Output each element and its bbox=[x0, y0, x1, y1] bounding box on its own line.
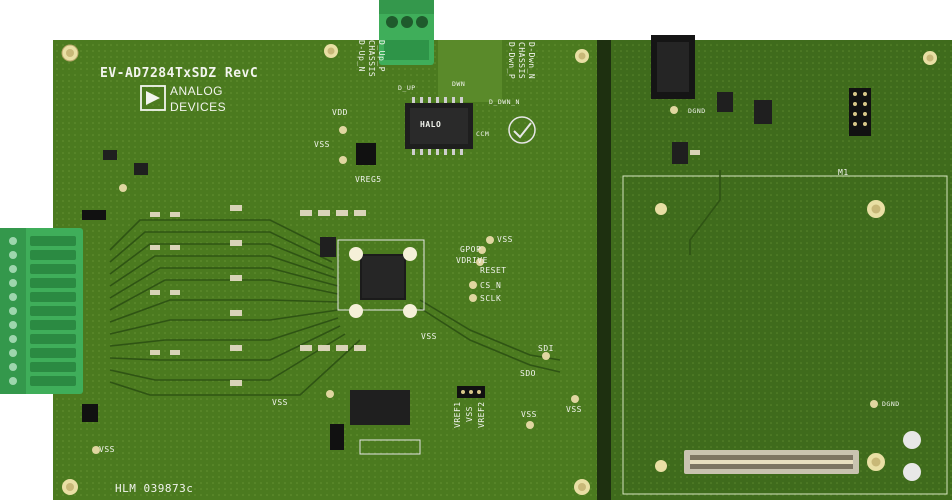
brand-line-2: DEVICES bbox=[170, 100, 227, 114]
label-vss-mid: VSS bbox=[421, 332, 437, 341]
label-vss-bottom-mid: VSS bbox=[521, 410, 537, 419]
module-outline bbox=[622, 175, 948, 495]
bottom-header bbox=[359, 439, 421, 455]
board-title: EV-AD7284TxSDZ RevC bbox=[100, 66, 259, 81]
label-d-up-n: D-Up_N bbox=[357, 40, 366, 72]
label-sdo: SDO bbox=[520, 369, 536, 378]
label-vreg5: VREG5 bbox=[355, 175, 382, 184]
label-chassis-right: CHASSIS bbox=[517, 42, 526, 80]
label-vss-bottom-right: VSS bbox=[566, 405, 582, 414]
label-vss-top: VSS bbox=[314, 140, 330, 149]
analog-devices-logo bbox=[140, 85, 166, 111]
label-gpop: GPOP bbox=[460, 245, 482, 254]
label-dgnd-top: DGND bbox=[688, 107, 706, 115]
edge-connector bbox=[684, 450, 859, 474]
top-tab bbox=[438, 40, 502, 102]
label-vdrive: VDRIVE bbox=[456, 256, 488, 265]
label-halo: HALO bbox=[420, 120, 442, 129]
label-vref2: VREF2 bbox=[477, 401, 486, 428]
label-sdi: SDI bbox=[538, 344, 554, 353]
polarity-marker bbox=[903, 431, 921, 449]
test-points bbox=[92, 106, 878, 454]
module-label: M1 bbox=[838, 168, 849, 177]
label-d-up-p: D_Up_P bbox=[377, 40, 386, 72]
label-dgnd-bottom: DGND bbox=[882, 400, 900, 408]
cert-mark bbox=[508, 116, 536, 144]
label-vref1: VREF1 bbox=[453, 401, 462, 428]
top-terminal-block bbox=[379, 0, 434, 65]
label-d-dwn-n-net: D_DWN_N bbox=[489, 98, 520, 106]
label-dwn: DWN bbox=[452, 80, 466, 88]
label-cs-n: CS_N bbox=[480, 281, 502, 290]
label-reset: RESET bbox=[480, 266, 507, 275]
left-terminal-block bbox=[0, 228, 83, 394]
adc-chip bbox=[337, 239, 425, 318]
label-vss-right: VSS bbox=[497, 235, 513, 244]
brand-line-1: ANALOG bbox=[170, 84, 224, 98]
label-d-dwn-p: D-Dwn_P bbox=[507, 42, 516, 80]
label-vss-bottom-left: VSS bbox=[272, 398, 288, 407]
board-gap bbox=[597, 40, 611, 500]
signal-traces bbox=[109, 170, 721, 396]
footer-code: HLM 039873c bbox=[115, 482, 194, 495]
label-vss-ref: VSS bbox=[465, 406, 474, 422]
label-chassis-left: CHASSIS bbox=[367, 40, 376, 78]
label-vss-ref-bottom: VSS bbox=[99, 445, 115, 454]
label-sclk: SCLK bbox=[480, 294, 502, 303]
smd-components bbox=[150, 115, 770, 386]
jumpers bbox=[82, 88, 871, 450]
small-ics bbox=[103, 92, 772, 425]
power-jack bbox=[651, 35, 695, 99]
label-d-dwn-n: D-Dwn_N bbox=[527, 42, 536, 80]
mounting-holes bbox=[61, 44, 937, 495]
label-d-up: D_UP bbox=[398, 84, 416, 92]
label-ccm: CCM bbox=[476, 130, 490, 138]
halo-transformer bbox=[405, 97, 473, 155]
label-vdd: VDD bbox=[332, 108, 348, 117]
